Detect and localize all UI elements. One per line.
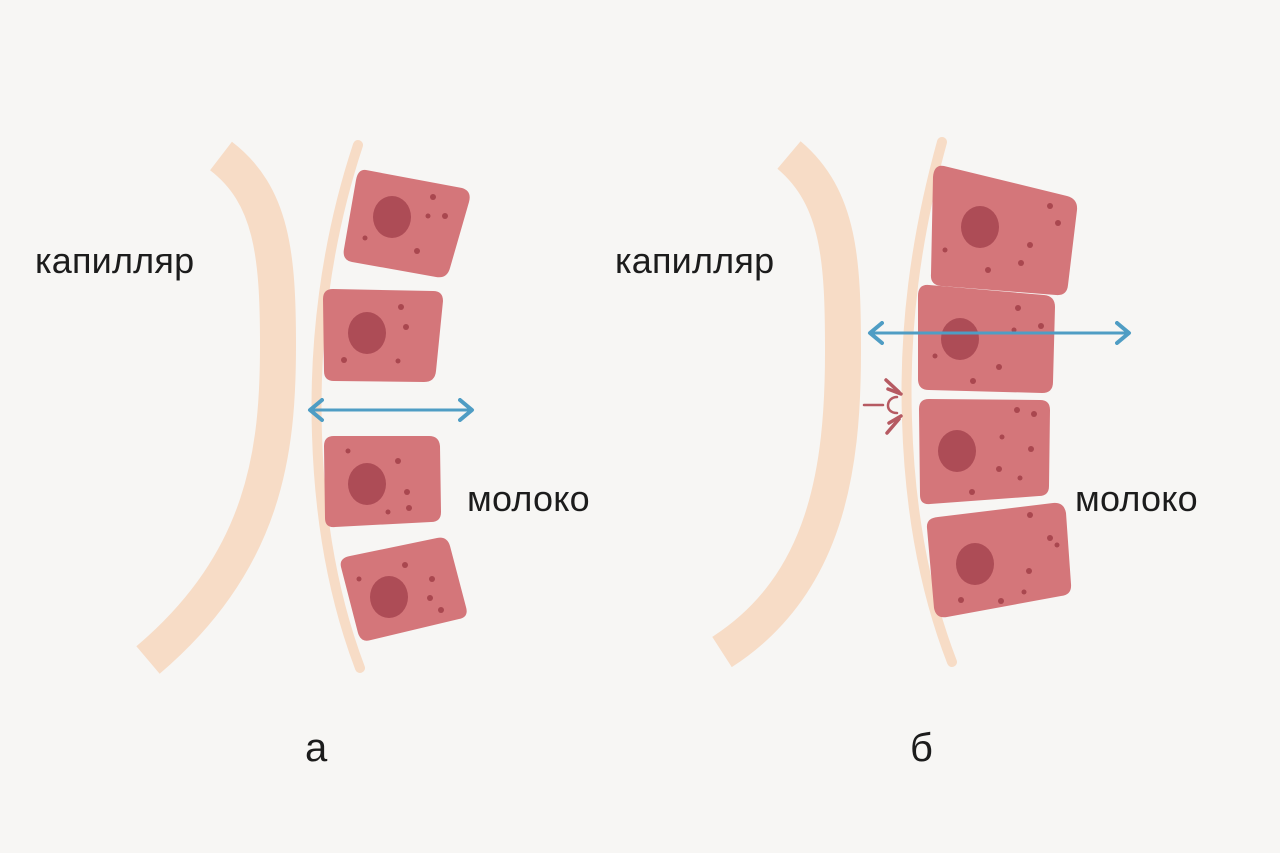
epithelial-cell-b1 xyxy=(930,165,1078,296)
epithelial-cell-b3 xyxy=(919,399,1050,505)
capillary-label-b: капилляр xyxy=(615,240,775,281)
capillary-wall-b xyxy=(711,141,862,668)
epithelial-cell-a1 xyxy=(343,169,470,278)
milk-label-b: молоко xyxy=(1075,478,1198,519)
epithelial-cell-a2 xyxy=(323,289,443,382)
epithelial-cell-b2 xyxy=(918,284,1055,393)
capillary-label-a: капилляр xyxy=(35,240,195,281)
epithelial-cell-a3 xyxy=(324,436,441,528)
panel-b xyxy=(711,137,1131,668)
membrane-receptor-b xyxy=(862,378,903,435)
panel-letter-b: б xyxy=(910,726,933,770)
basement-membrane-b xyxy=(901,137,957,667)
milk-label-a: молоко xyxy=(467,478,590,519)
panel-letter-a: а xyxy=(305,726,328,770)
panel-a xyxy=(136,140,474,674)
epithelial-cell-a4 xyxy=(340,537,467,641)
epithelial-cell-b4 xyxy=(926,502,1072,618)
basement-membrane-a xyxy=(311,140,365,673)
capillary-wall-a xyxy=(136,141,297,674)
